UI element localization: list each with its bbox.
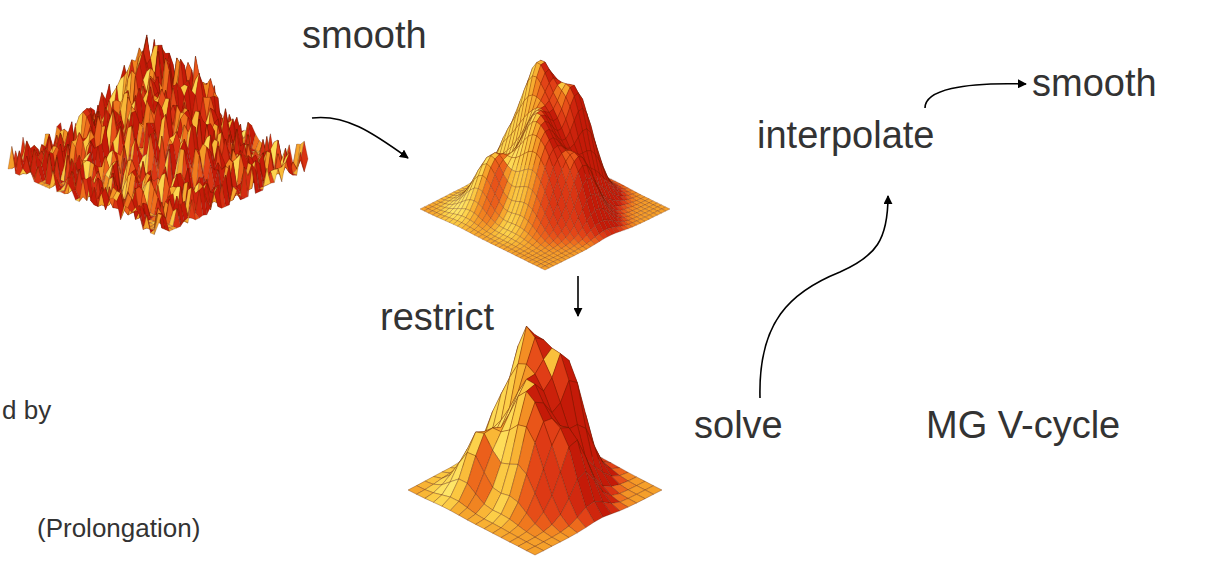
surface-facet — [34, 167, 42, 183]
surface-facet — [301, 141, 309, 172]
surface-facet — [94, 187, 102, 206]
surface-facet — [241, 167, 249, 198]
surface-facet — [147, 215, 155, 233]
surface-plots — [8, 35, 670, 555]
surface-facet — [23, 156, 31, 174]
surface-facet — [68, 172, 76, 191]
surface-facet — [259, 168, 267, 190]
surface-facet — [53, 171, 61, 192]
surface-facet — [282, 153, 290, 168]
surface-facet — [102, 187, 110, 210]
surface-facet — [117, 193, 125, 220]
surface-facet — [211, 185, 219, 210]
surface-facet — [184, 200, 192, 224]
noisy-surface — [8, 35, 308, 235]
surface-facet — [252, 164, 259, 193]
surface-facet — [27, 156, 35, 179]
surface-facet — [293, 152, 301, 175]
surface-facet — [72, 190, 80, 200]
surface-facet — [154, 214, 162, 235]
surface-facet — [162, 214, 170, 232]
surface-facet — [68, 159, 76, 191]
smoothed-surface — [420, 60, 670, 270]
surface-facet — [151, 156, 159, 182]
surface-facet — [196, 190, 204, 218]
surface-facet — [102, 187, 110, 210]
surface-facet — [173, 209, 181, 228]
